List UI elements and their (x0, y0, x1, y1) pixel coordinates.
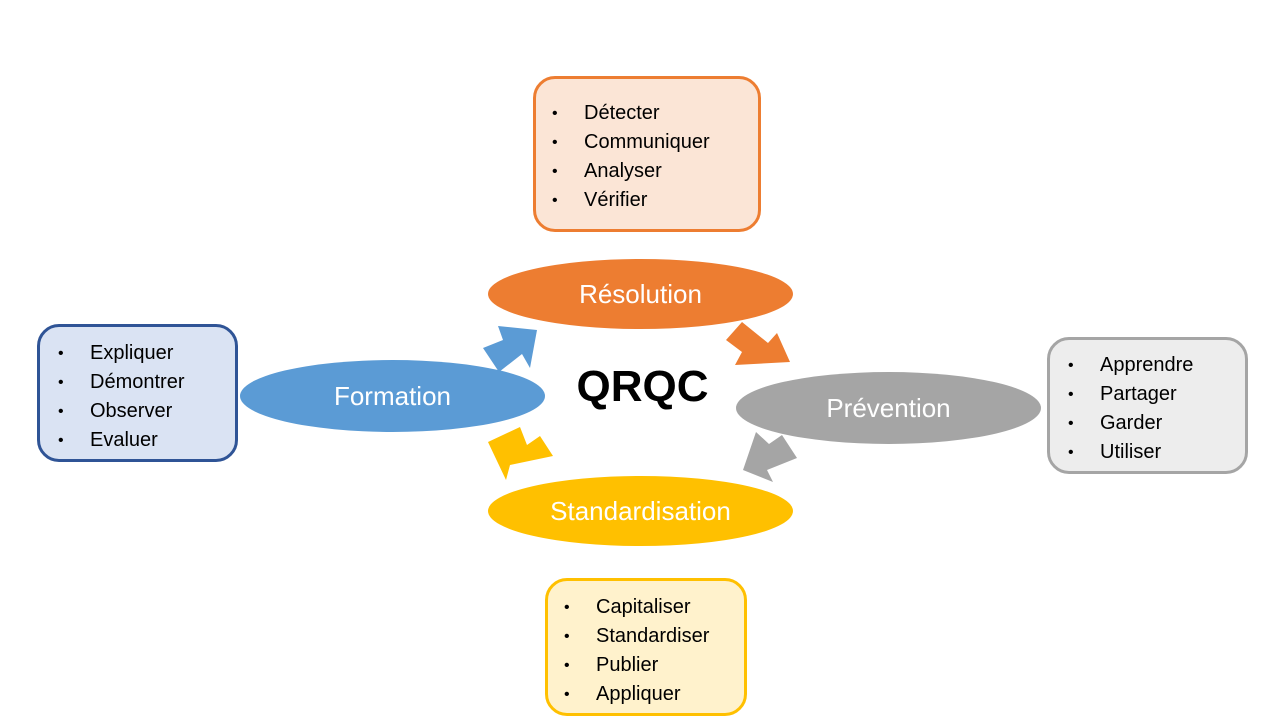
standardisation-stage-label: Standardisation (550, 495, 731, 526)
arrow-formation-to-resolution (483, 326, 537, 372)
resolution-steps-box: •Détecter •Communiquer •Analyser •Vérifi… (533, 76, 761, 232)
list-item: •Expliquer (44, 339, 235, 368)
bullet-icon: • (1068, 415, 1074, 432)
bullet-icon: • (552, 105, 558, 122)
list-item: •Analyser (538, 157, 758, 186)
bullet-icon: • (1068, 357, 1074, 374)
list-item: •Observer (44, 397, 235, 426)
list-item: •Appliquer (550, 680, 744, 709)
list-item: •Evaluer (44, 426, 235, 455)
list-item: •Vérifier (538, 186, 758, 215)
center-title: QRQC (576, 362, 709, 411)
formation-steps-box: •Expliquer •Démontrer •Observer •Evaluer (37, 324, 238, 462)
bullet-icon: • (58, 432, 64, 449)
list-item: •Communiquer (538, 128, 758, 157)
bullet-icon: • (58, 345, 64, 362)
list-item: •Partager (1054, 380, 1245, 409)
standardisation-stage-node: Standardisation (488, 476, 793, 546)
prevention-stage-node: Prévention (736, 372, 1041, 444)
formation-stage-label: Formation (333, 380, 452, 411)
resolution-stage-node: Résolution (488, 259, 793, 329)
arrow-prevention-to-standardisation (743, 432, 797, 482)
bullet-icon: • (1068, 386, 1074, 403)
bullet-icon: • (564, 686, 570, 703)
bullet-icon: • (58, 374, 64, 391)
bullet-icon: • (564, 599, 570, 616)
formation-stage-node: Formation (240, 360, 545, 432)
list-item: •Détecter (538, 99, 758, 128)
list-item: •Publier (550, 651, 744, 680)
list-item: •Utiliser (1054, 438, 1245, 467)
bullet-icon: • (552, 134, 558, 151)
list-item: •Garder (1054, 409, 1245, 438)
bullet-icon: • (552, 192, 558, 209)
prevention-stage-label: Prévention (826, 392, 951, 423)
list-item: •Démontrer (44, 368, 235, 397)
bullet-icon: • (58, 403, 64, 420)
bullet-icon: • (552, 163, 558, 180)
arrow-standardisation-to-formation (488, 427, 553, 480)
bullet-icon: • (1068, 444, 1074, 461)
resolution-stage-label: Résolution (579, 278, 702, 309)
standardisation-steps-box: •Capitaliser •Standardiser •Publier •App… (545, 578, 747, 716)
list-item: •Apprendre (1054, 351, 1245, 380)
bullet-icon: • (564, 628, 570, 645)
prevention-steps-box: •Apprendre •Partager •Garder •Utiliser (1047, 337, 1248, 474)
list-item: •Standardiser (550, 622, 744, 651)
bullet-icon: • (564, 657, 570, 674)
list-item: •Capitaliser (550, 593, 744, 622)
arrow-resolution-to-prevention (726, 322, 790, 365)
